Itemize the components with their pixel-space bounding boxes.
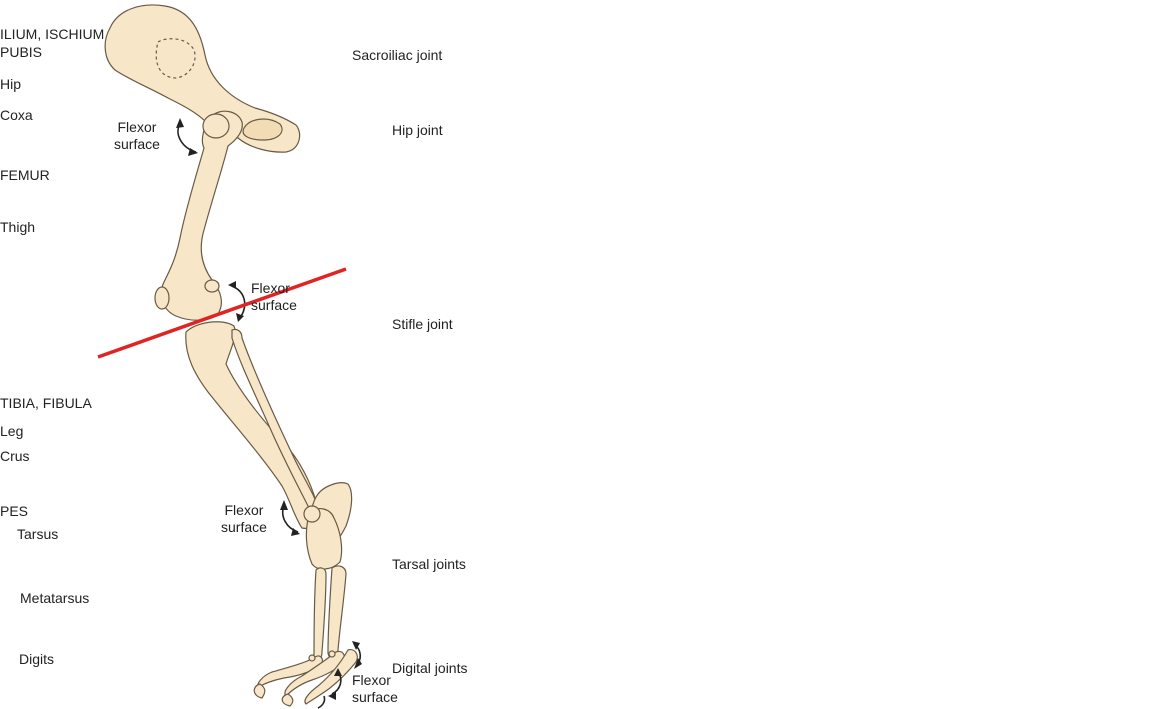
hip-label: Hip (0, 76, 22, 92)
crus-label: Crus (0, 448, 30, 464)
digit-bones-3 (304, 649, 358, 705)
pubis-label: PUBIS (0, 44, 43, 60)
leg-label: Leg (0, 423, 24, 439)
femur-label: FEMUR (0, 167, 50, 183)
stifle-joint-label: Stifle joint (392, 316, 453, 332)
arrow-head (291, 528, 300, 536)
digital-joints-label: Digital joints (392, 660, 468, 676)
arrow-head (228, 281, 236, 289)
hip-flexor-arrow (177, 123, 197, 153)
digits-label: Digits (19, 651, 55, 667)
surface-word: surface (251, 297, 297, 313)
arrow-head (188, 148, 198, 156)
hip-joint-label: Hip joint (392, 122, 443, 138)
surface-word: surface (114, 136, 160, 152)
sesamoid (328, 650, 336, 658)
femur-bone (160, 110, 243, 321)
flexor-word: Flexor (352, 672, 391, 688)
ilium-ischium-label: ILIUM, ISCHIUM (0, 26, 105, 42)
patella (154, 286, 170, 310)
arrow-head (354, 658, 362, 669)
pelvis-bone (104, 4, 301, 153)
sacroiliac-joint-label: Sacroiliac joint (352, 47, 443, 63)
hip-flexor-surface-label: Flexor surface (114, 119, 160, 153)
flexor-word: Flexor (117, 119, 157, 135)
tarsal-bones (305, 508, 343, 570)
sacroiliac-surface-outline (155, 38, 196, 79)
femoral-head (202, 113, 230, 139)
metatarsal-2 (327, 565, 347, 659)
obturator-foramen (242, 118, 283, 141)
claw (253, 683, 266, 699)
surface-word: surface (221, 519, 267, 535)
arrow-head (236, 313, 244, 322)
tarsus-label: Tarsus (17, 526, 59, 542)
arrow-head (176, 118, 184, 128)
digital-flexor-surface-label: Flexor surface (352, 672, 398, 706)
sesamoid (308, 654, 316, 662)
flexor-word: Flexor (224, 502, 264, 518)
claw (281, 693, 294, 707)
tibia-fibula-label: TIBIA, FIBULA (0, 395, 92, 411)
pes-label: PES (0, 503, 29, 519)
arrow-head (352, 641, 360, 650)
coxa-label: Coxa (0, 107, 33, 123)
arrow-head (334, 668, 342, 676)
tarsal-joints-label: Tarsal joints (392, 556, 466, 572)
arrow-head (280, 500, 288, 510)
arrow-head (328, 692, 336, 700)
surface-word: surface (352, 689, 398, 705)
stifle-cut-line (97, 267, 347, 359)
tibia-bone (185, 321, 319, 529)
talus (303, 505, 321, 523)
flexor-word: Flexor (251, 280, 290, 296)
thigh-label: Thigh (0, 219, 36, 235)
tarsal-flexor-surface-label: Flexor surface (221, 502, 267, 536)
stifle-flexor-surface-label: Flexor surface (251, 280, 297, 314)
metatarsal-1 (313, 567, 327, 661)
digital-flexor-arrow-3 (317, 695, 326, 709)
fabella (204, 279, 220, 293)
metatarsus-label: Metatarsus (20, 590, 90, 606)
stifle-flexor-arrow (231, 285, 246, 319)
